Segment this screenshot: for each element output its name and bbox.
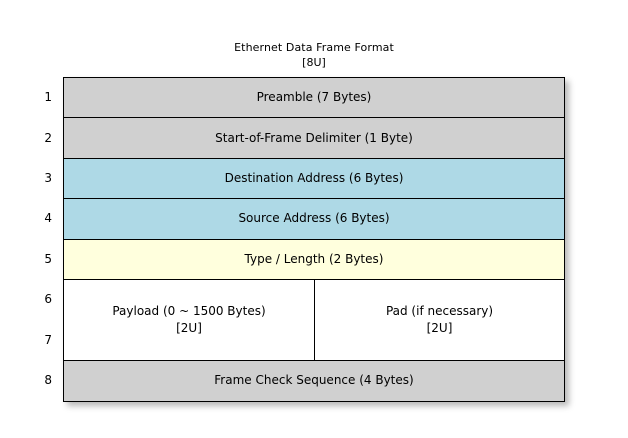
row-number-6: 6 [44, 292, 52, 307]
frame-field-payload: Payload (0 ~ 1500 Bytes) [2U] [64, 279, 315, 360]
frame-field-label: Frame Check Sequence (4 Bytes) [214, 373, 414, 388]
frame-field-label: Destination Address (6 Bytes) [224, 170, 404, 185]
frame-field-preamble: Preamble (7 Bytes) [64, 78, 564, 119]
page-title: Ethernet Data Frame Format [234, 41, 394, 54]
frame-field-label: Source Address (6 Bytes) [238, 211, 390, 226]
frame-format-table: Preamble (7 Bytes) Start-of-Frame Delimi… [63, 77, 565, 403]
pad-label-text: Pad (if necessary) [385, 303, 494, 318]
frame-field-label: Payload (0 ~ 1500 Bytes) [2U] [112, 303, 265, 337]
frame-field-start-of-frame-delimiter: Start-of-Frame Delimiter (1 Byte) [64, 118, 564, 159]
page-subtitle: [8U] [302, 56, 326, 69]
row-number-2: 2 [44, 130, 52, 145]
frame-field-frame-check-sequence: Frame Check Sequence (4 Bytes) [64, 360, 564, 402]
frame-field-label: Pad (if necessary) [2U] [386, 303, 493, 337]
frame-field-payload-pad-row: Payload (0 ~ 1500 Bytes) [2U] Pad (if ne… [64, 279, 564, 361]
row-number-1: 1 [44, 90, 52, 105]
row-number-3: 3 [44, 170, 52, 185]
payload-label-text: Payload (0 ~ 1500 Bytes) [112, 303, 266, 318]
payload-label-sub: [2U] [176, 320, 202, 335]
frame-field-pad: Pad (if necessary) [2U] [315, 279, 564, 360]
frame-field-label: Type / Length (2 Bytes) [244, 251, 384, 266]
row-number-gutter: 1 2 3 4 5 6 7 8 [20, 77, 58, 400]
diagram-title-block: Ethernet Data Frame Format [8U] [63, 40, 565, 70]
frame-field-source-address: Source Address (6 Bytes) [64, 199, 564, 240]
frame-field-label: Start-of-Frame Delimiter (1 Byte) [215, 130, 413, 145]
row-number-7: 7 [44, 332, 52, 347]
row-number-5: 5 [44, 251, 52, 266]
frame-field-type-length: Type / Length (2 Bytes) [64, 239, 564, 280]
row-number-8: 8 [44, 372, 52, 387]
frame-field-destination-address: Destination Address (6 Bytes) [64, 158, 564, 200]
frame-field-label: Preamble (7 Bytes) [256, 90, 372, 105]
pad-label-sub: [2U] [426, 320, 453, 335]
row-number-4: 4 [44, 211, 52, 226]
